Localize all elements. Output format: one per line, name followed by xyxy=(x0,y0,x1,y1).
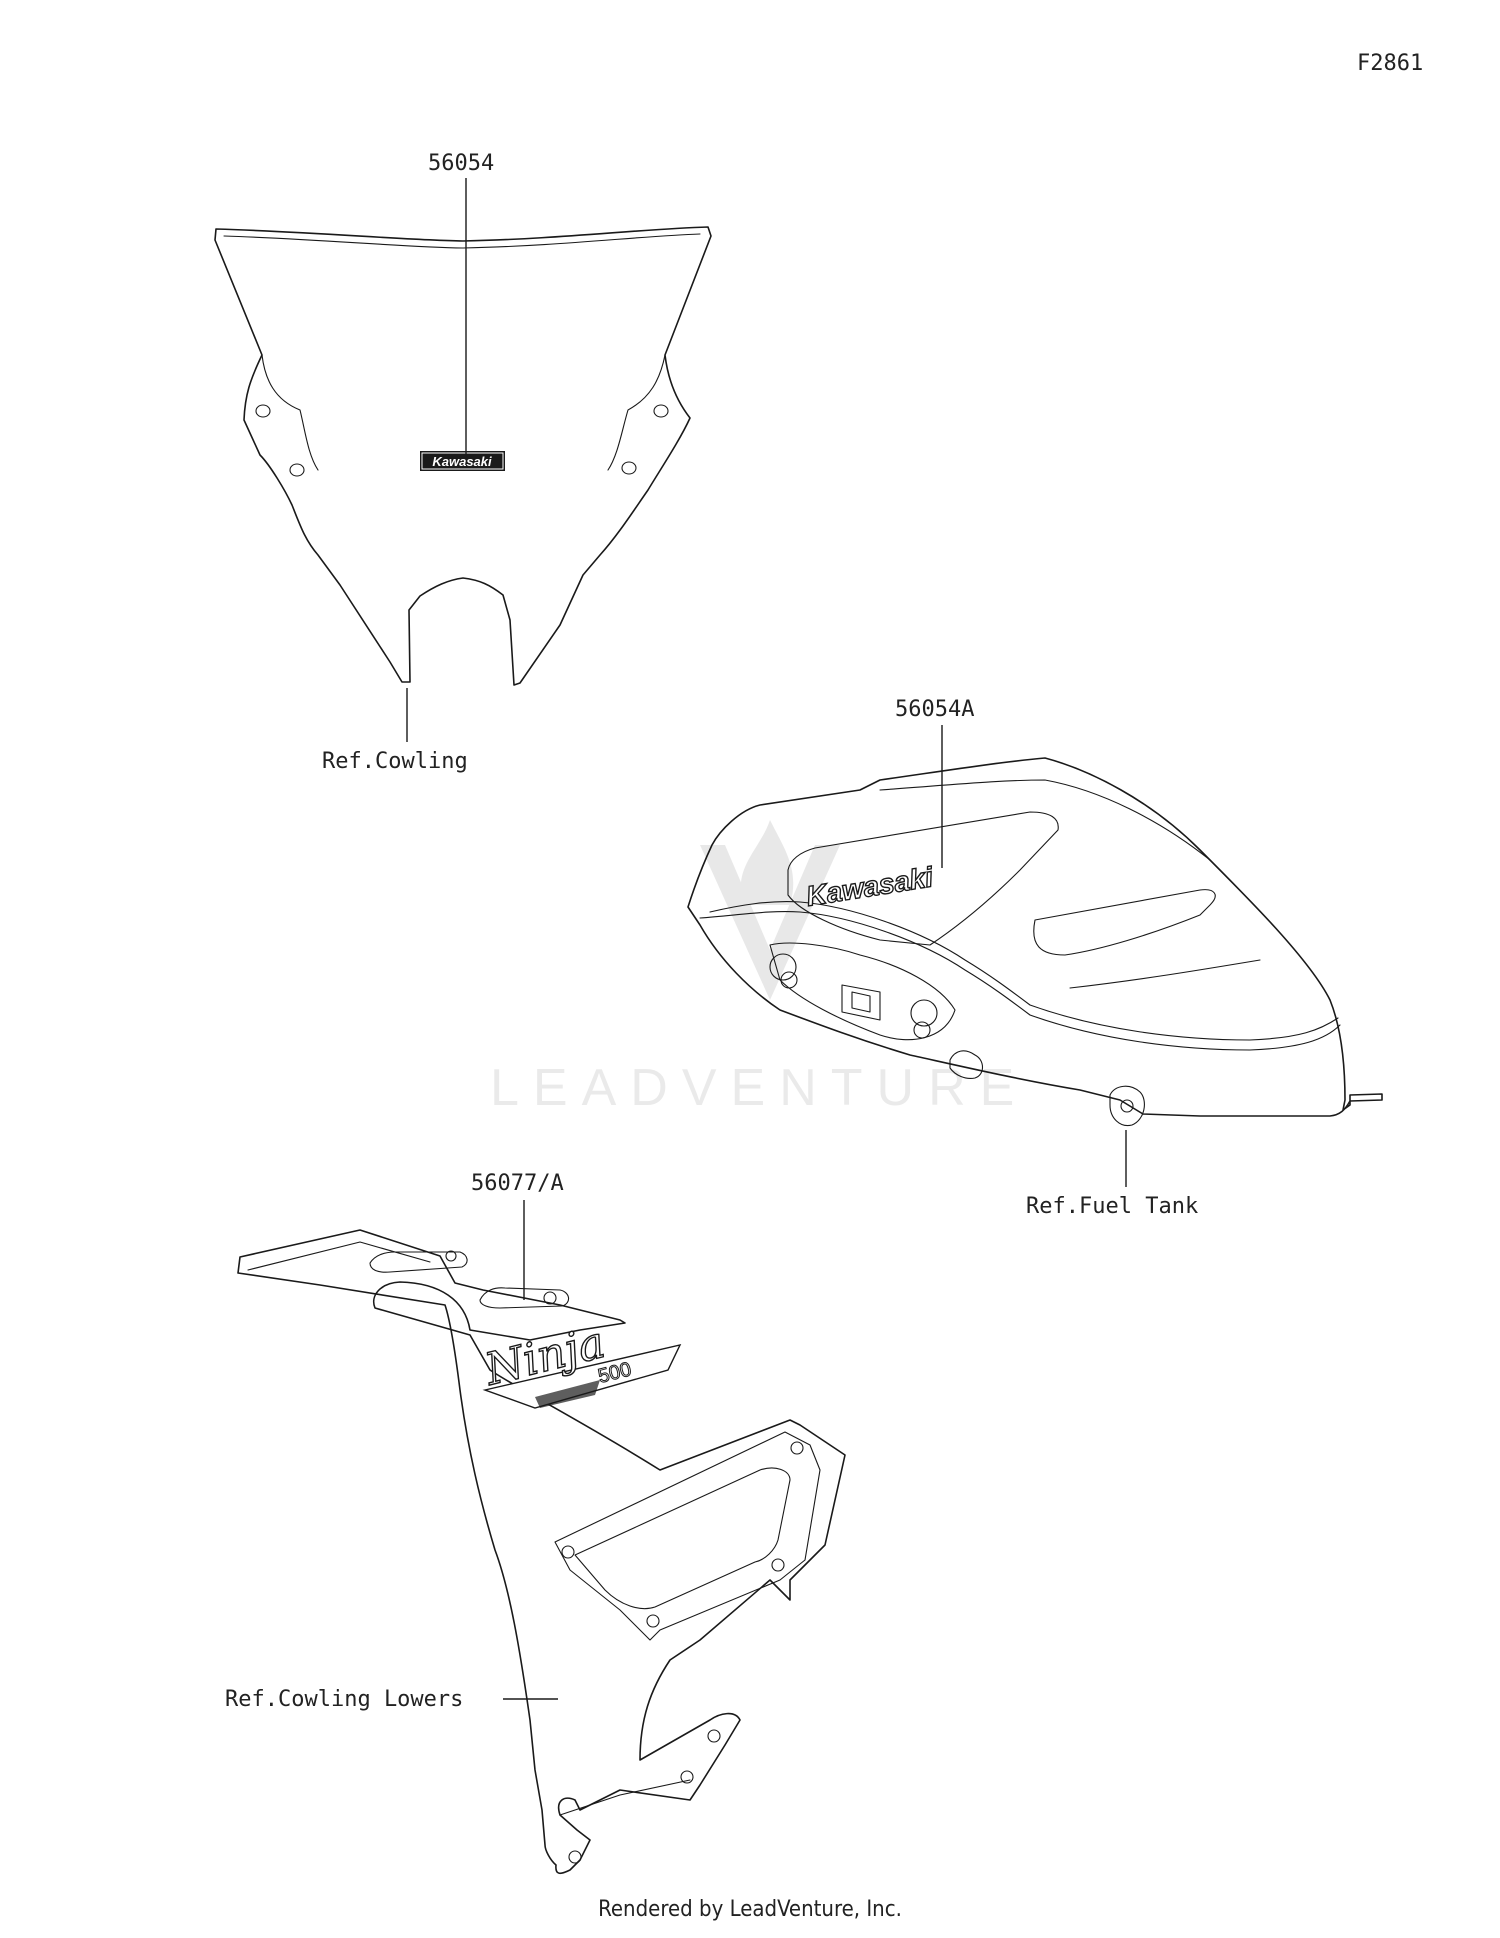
cowl-vent-frame xyxy=(554,1431,821,1641)
cowl-fastener-icon xyxy=(561,1545,575,1559)
windshield-inner-edge xyxy=(223,233,701,249)
tank-mount-hole-icon xyxy=(1120,1099,1134,1113)
windshield-decal-text: Kawasaki xyxy=(432,454,492,469)
cowl-top-tab xyxy=(369,1251,468,1273)
cowl-outline xyxy=(237,1229,846,1875)
tank-bolt-icon xyxy=(780,971,798,989)
tank-inner-contour-2 xyxy=(709,901,1339,1041)
callout-56054: 56054 xyxy=(428,151,494,176)
cowl-fastener-icon xyxy=(680,1770,694,1784)
tank-bolt-icon xyxy=(769,953,797,981)
cowl-top-flange xyxy=(247,1241,431,1271)
mount-hole-icon xyxy=(255,404,271,418)
mount-hole-icon xyxy=(289,463,305,477)
windshield-decal xyxy=(420,451,505,471)
cowl-decal-hatch xyxy=(535,1380,600,1408)
mount-hole-icon xyxy=(653,404,669,418)
windshield-left-tab xyxy=(261,354,319,471)
cowl-part: Ninja 500 56077/A Ref.Cowling Lowers xyxy=(225,1171,846,1875)
cowl-fastener-icon xyxy=(771,1558,785,1572)
tank-bolt-icon xyxy=(913,1021,931,1039)
fuel-tank-part: Kawasaki 56054A Ref.Fuel Tank xyxy=(687,697,1383,1219)
watermark: LEADVENTURE xyxy=(490,820,1028,1117)
tank-bolt-icon xyxy=(910,999,938,1027)
tank-outline xyxy=(687,757,1383,1117)
tank-decal-panel xyxy=(787,811,1059,946)
cowl-lower-edge xyxy=(559,1779,691,1816)
tank-fuel-cap-area xyxy=(769,942,956,1041)
callout-ref-cowling-lowers: Ref.Cowling Lowers xyxy=(225,1687,463,1712)
callout-56054a: 56054A xyxy=(895,697,974,722)
cowl-fastener-icon xyxy=(790,1441,804,1455)
callout-ref-cowling: Ref.Cowling xyxy=(322,749,468,774)
callout-ref-fuel-tank: Ref.Fuel Tank xyxy=(1026,1194,1198,1219)
windshield-right-tab xyxy=(607,354,666,471)
diagram-id: F2861 xyxy=(1357,51,1423,76)
cowl-vent-opening xyxy=(574,1467,791,1610)
windshield-outline xyxy=(214,226,712,686)
cowl-fastener-icon xyxy=(707,1729,721,1743)
callout-56077a: 56077/A xyxy=(471,1171,564,1196)
tank-top-ridge xyxy=(879,779,1211,861)
tank-lower-bracket xyxy=(1109,1085,1145,1127)
windshield-part: Kawasaki 56054 Ref.Cowling xyxy=(214,151,712,774)
cowl-fastener-icon xyxy=(568,1850,582,1864)
watermark-text: LEADVENTURE xyxy=(490,1059,1028,1117)
cowl-fastener-icon xyxy=(445,1250,457,1262)
tank-right-recess xyxy=(1033,889,1216,956)
tank-crease xyxy=(1069,959,1261,989)
tank-inner-contour xyxy=(699,910,1341,1051)
tank-lower-bracket xyxy=(949,1050,984,1079)
footer-credit: Rendered by LeadVenture, Inc. xyxy=(598,1897,902,1922)
cowl-fastener-icon xyxy=(543,1291,557,1305)
cowl-mid-tab xyxy=(479,1287,570,1309)
tank-cap-latch xyxy=(841,984,881,1021)
cowl-fastener-icon xyxy=(646,1614,660,1628)
mount-hole-icon xyxy=(621,461,637,475)
watermark-logo-icon xyxy=(700,820,840,1000)
cowl-decal-stripe xyxy=(482,1343,682,1409)
